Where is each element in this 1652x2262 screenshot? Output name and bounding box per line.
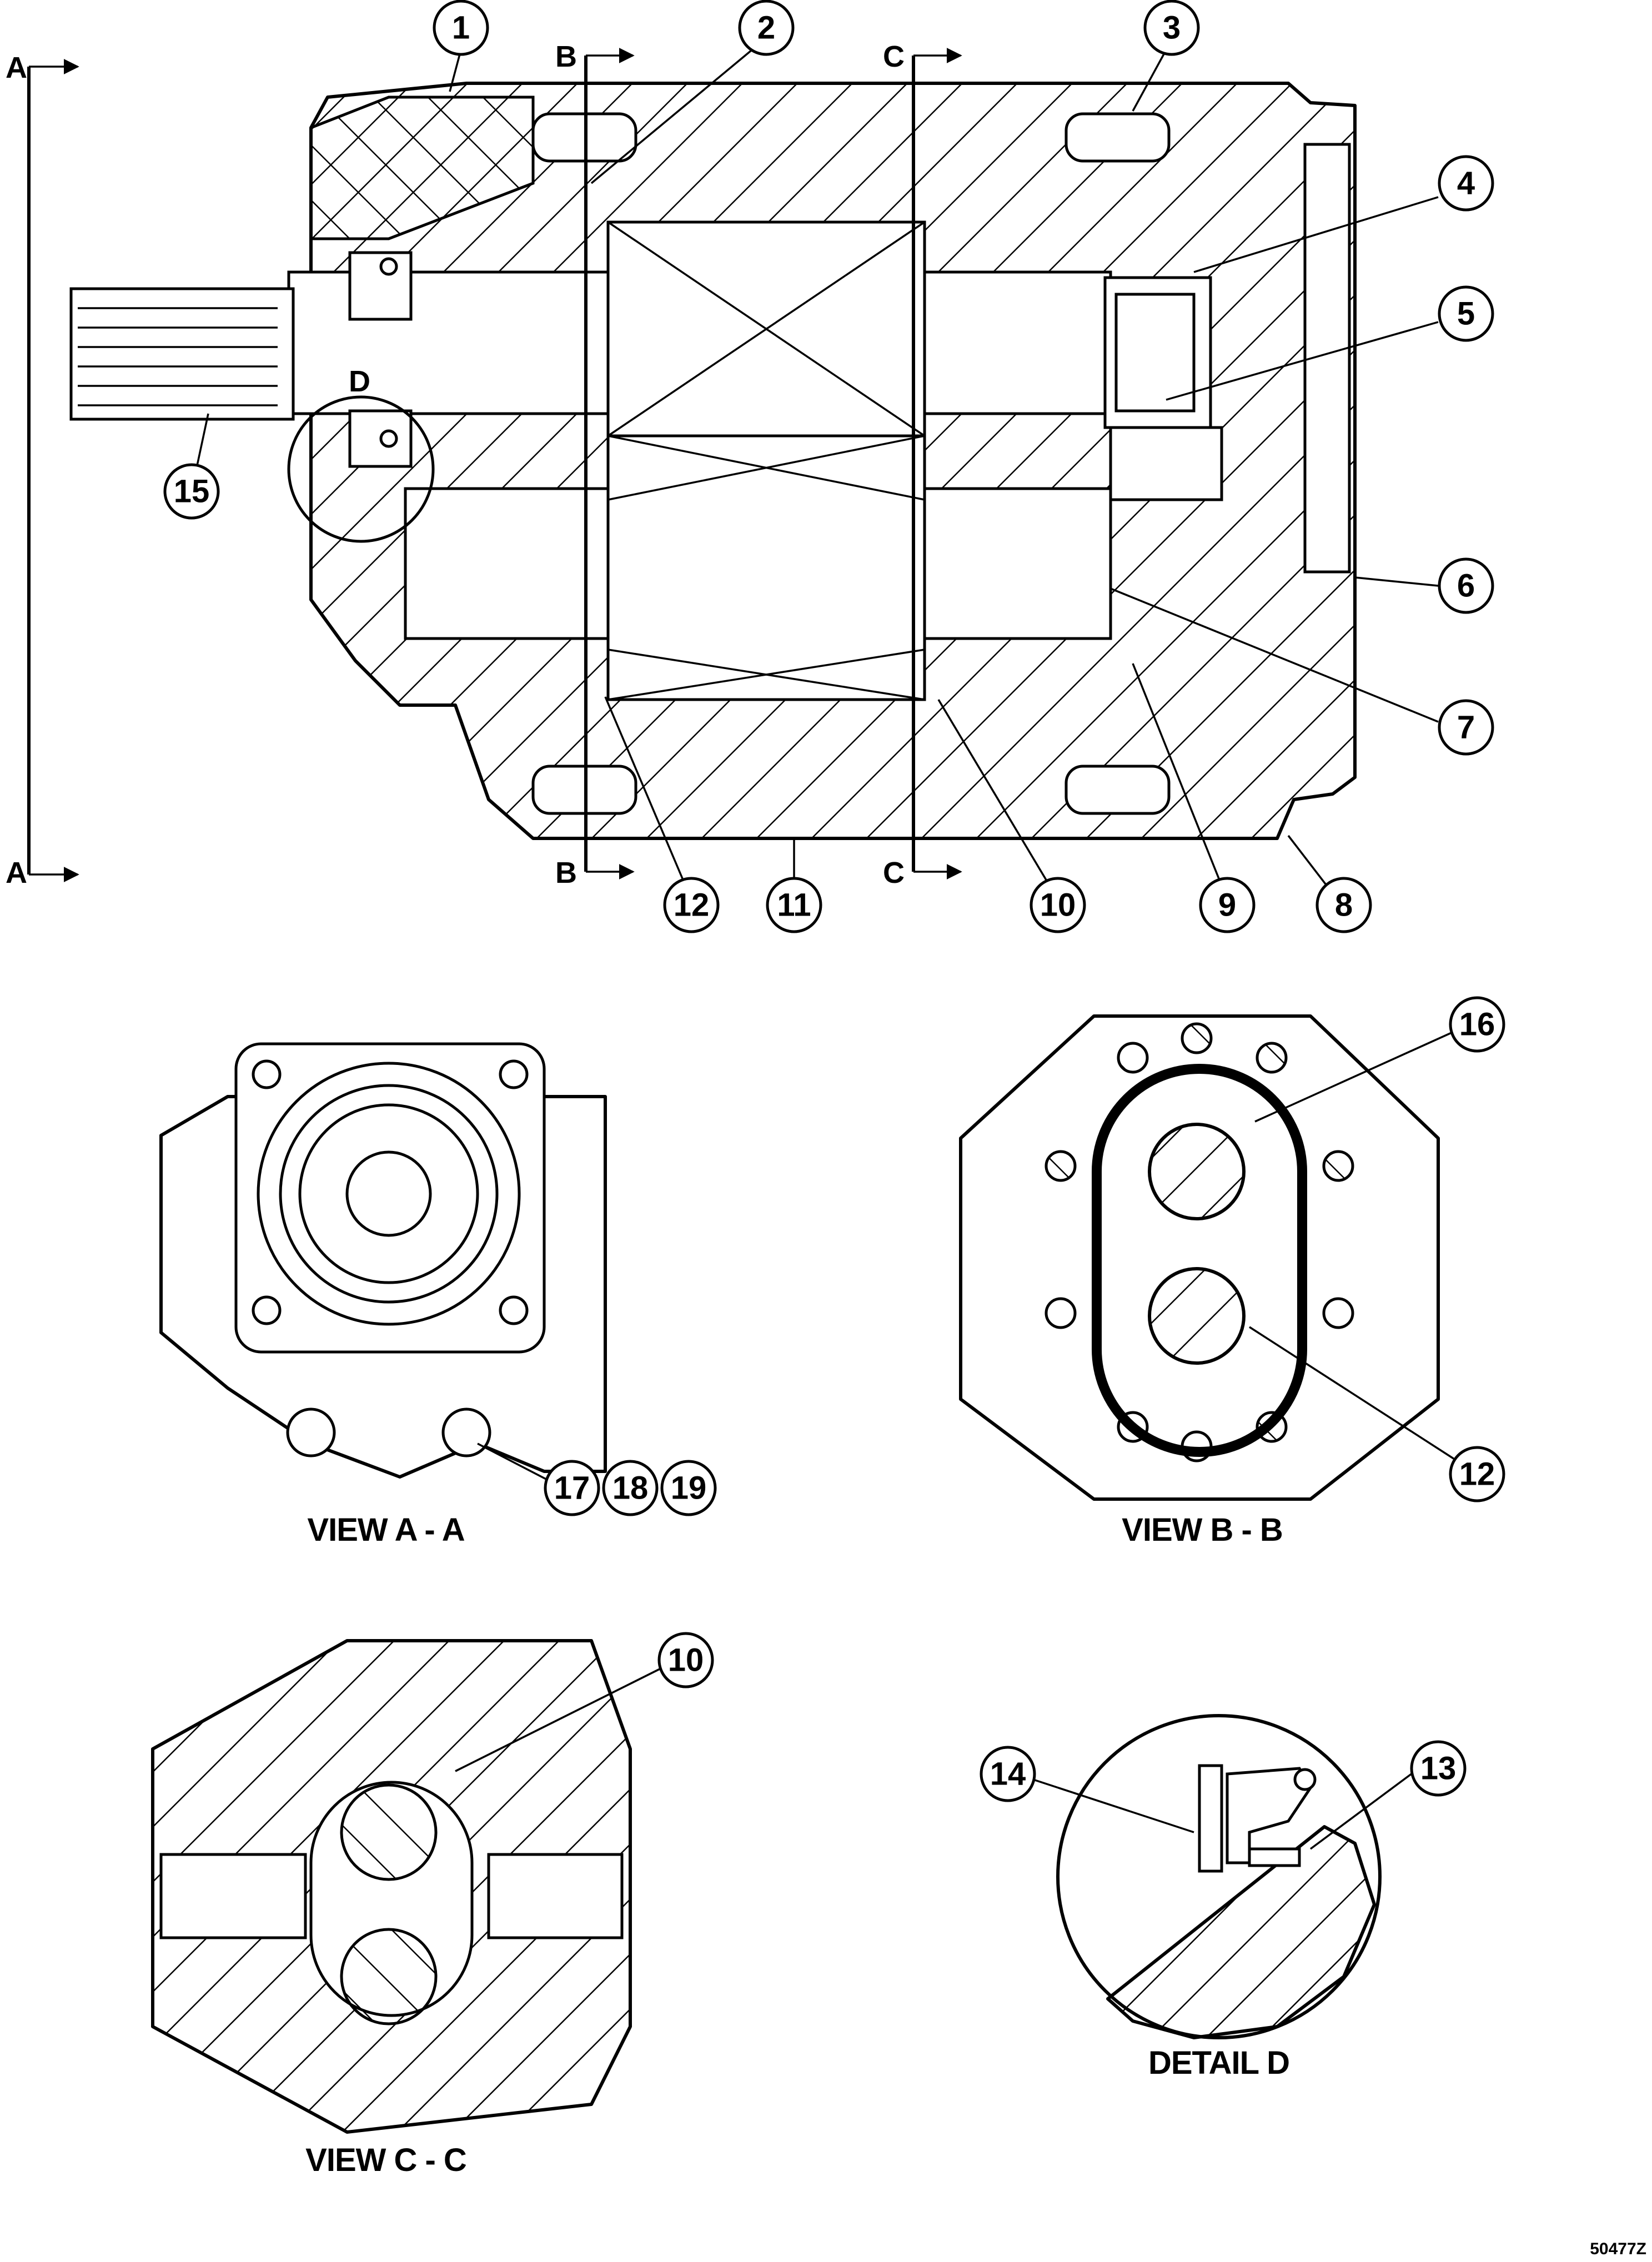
svg-text:18: 18	[612, 1470, 649, 1506]
svg-text:13: 13	[1420, 1751, 1457, 1787]
svg-text:9: 9	[1218, 887, 1236, 923]
callout-13: 13	[1410, 1740, 1467, 1797]
caption-detail-d: DETAIL D	[1148, 2045, 1289, 2081]
callout-7: 7	[1438, 699, 1494, 756]
view-b-b: 16 12 VIEW B - B	[959, 996, 1505, 1548]
callout-12-view-b: 12	[1449, 1446, 1505, 1502]
main-section-view: A A B B C C D 1	[6, 0, 1494, 933]
detail-d: 14 13 DETAIL D	[980, 1714, 1467, 2081]
callout-6: 6	[1438, 557, 1494, 614]
callout-2: 2	[738, 0, 795, 56]
callout-10-view-c: 10	[657, 1632, 714, 1688]
detail-d-circle	[287, 395, 435, 543]
gear-lower	[606, 434, 926, 701]
svg-text:4: 4	[1457, 165, 1475, 202]
svg-text:15: 15	[174, 474, 210, 510]
svg-text:10: 10	[1040, 887, 1076, 923]
section-mark-a-top: A	[6, 51, 27, 84]
svg-text:8: 8	[1335, 887, 1353, 923]
svg-text:2: 2	[757, 10, 775, 46]
caption-view-b-b: VIEW B - B	[1122, 1512, 1283, 1548]
callout-8: 8	[1315, 877, 1372, 933]
svg-text:1: 1	[452, 10, 470, 46]
svg-text:6: 6	[1457, 568, 1475, 604]
section-mark-c-bottom: C	[883, 856, 905, 889]
section-mark-b-top: B	[555, 40, 577, 73]
callout-15: 15	[163, 463, 220, 520]
callout-17: 17	[544, 1460, 600, 1516]
callout-5: 5	[1438, 285, 1494, 342]
reference-code: 50477Z	[1590, 2240, 1646, 2258]
svg-text:10: 10	[668, 1642, 704, 1678]
callout-4: 4	[1438, 155, 1494, 212]
view-c-c: 10 VIEW C - C	[151, 1632, 714, 2178]
callout-18: 18	[602, 1460, 659, 1516]
section-mark-b-bottom: B	[555, 856, 577, 889]
callout-3: 3	[1143, 0, 1200, 56]
section-mark-a-bottom: A	[6, 856, 27, 889]
callout-19: 19	[660, 1460, 717, 1516]
svg-text:11: 11	[777, 887, 811, 923]
callout-10: 10	[1030, 877, 1086, 933]
caption-view-a-a: VIEW A - A	[307, 1512, 464, 1548]
section-mark-c-top: C	[883, 40, 905, 73]
svg-text:5: 5	[1457, 296, 1475, 332]
caption-view-c-c: VIEW C - C	[305, 2142, 466, 2178]
view-a-a: 17 18 19 VIEW A - A	[159, 1042, 717, 1548]
svg-text:12: 12	[674, 887, 710, 923]
svg-text:17: 17	[554, 1470, 590, 1506]
svg-text:3: 3	[1163, 10, 1181, 46]
section-mark-d: D	[349, 365, 370, 398]
section-line-b-b: B B	[555, 40, 635, 889]
section-line-c-c: C C	[883, 40, 962, 889]
svg-text:7: 7	[1457, 710, 1475, 746]
splined-shaft-end	[69, 287, 295, 421]
callout-11: 11	[766, 877, 822, 933]
callout-16: 16	[1449, 996, 1505, 1053]
svg-text:14: 14	[990, 1756, 1026, 1792]
section-line-a-a: A A	[6, 51, 79, 889]
svg-text:19: 19	[671, 1470, 707, 1506]
shaft-seal	[348, 251, 413, 468]
callout-1: 1	[433, 0, 489, 56]
svg-text:16: 16	[1459, 1007, 1495, 1043]
callout-12: 12	[663, 877, 720, 933]
callout-14: 14	[980, 1746, 1036, 1802]
callout-9: 9	[1199, 877, 1256, 933]
svg-text:12: 12	[1459, 1456, 1495, 1492]
